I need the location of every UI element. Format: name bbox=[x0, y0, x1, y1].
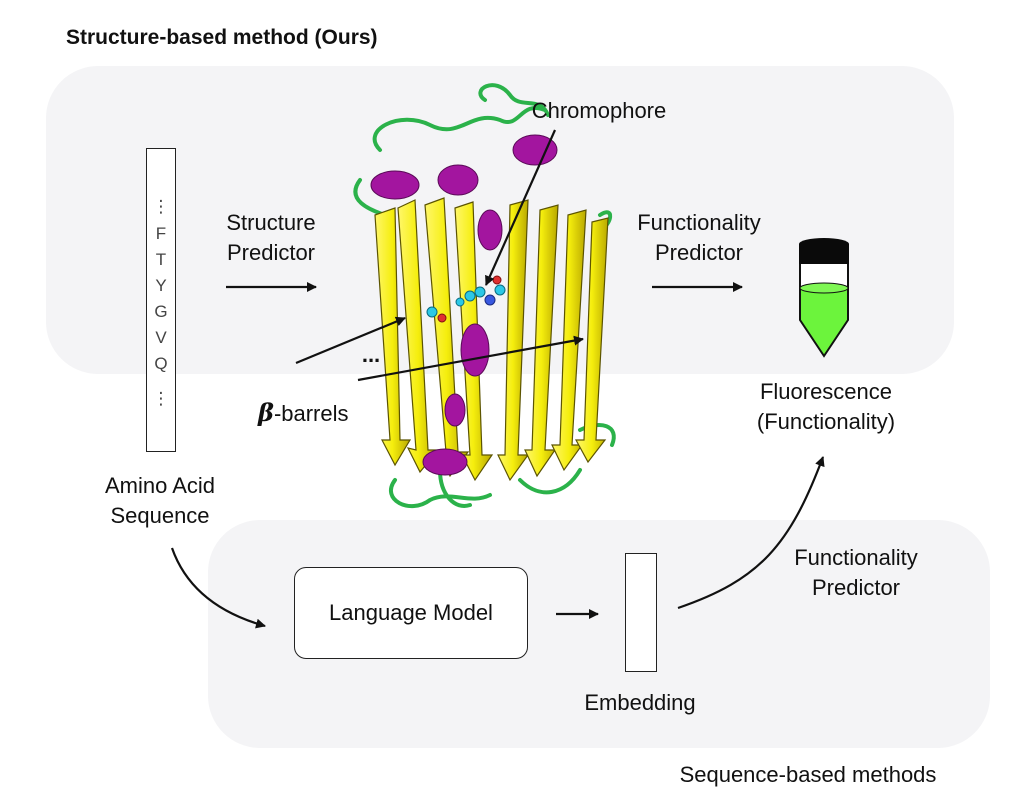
label-line: Functionality bbox=[794, 545, 918, 570]
embedding-to-fluorescence-arrow bbox=[677, 456, 825, 610]
chromophore-atoms bbox=[426, 275, 506, 323]
sequence-char: Y bbox=[155, 276, 167, 295]
embedding-label: Embedding bbox=[584, 690, 696, 715]
method-title: Structure-based method (Ours) bbox=[66, 26, 378, 49]
fluorescence-label: Fluorescence (Functionality) bbox=[740, 377, 912, 437]
sequence-char: T bbox=[155, 250, 167, 269]
sequence-char: V bbox=[155, 328, 167, 347]
language-model-label: Language Model bbox=[329, 600, 493, 625]
sequence-box: ⋮ F T Y G V Q ⋮ bbox=[146, 148, 176, 452]
functionality-predictor-bottom-label: Functionality Predictor bbox=[782, 543, 930, 603]
sequence-char: F bbox=[155, 224, 167, 243]
chromophore-pointer bbox=[484, 129, 557, 286]
sequence-char: G bbox=[154, 302, 168, 321]
sequence-to-lm-arrow bbox=[170, 547, 266, 629]
test-tube-icon bbox=[799, 238, 849, 358]
language-model-box: Language Model bbox=[294, 567, 528, 659]
label-line: Predictor bbox=[811, 575, 901, 600]
amino-acid-sequence-label: Amino Acid Sequence bbox=[85, 471, 235, 531]
label-line: Predictor bbox=[654, 240, 744, 265]
chromophore-label: Chromophore bbox=[531, 98, 667, 123]
label-line: (Functionality) bbox=[756, 409, 896, 434]
structure-predictor-label: Structure Predictor bbox=[209, 208, 333, 268]
sequence-based-methods-label: Sequence-based methods bbox=[679, 762, 937, 787]
functionality-predictor-top-label: Functionality Predictor bbox=[625, 208, 773, 268]
protein-structure-icon bbox=[353, 83, 616, 509]
sequence-char: ⋮ bbox=[152, 197, 170, 216]
label-line: Fluorescence bbox=[759, 379, 893, 404]
beta-barrels-label: β-barrels bbox=[258, 398, 349, 429]
label-line: Functionality bbox=[637, 210, 761, 235]
label-line: Structure bbox=[226, 210, 316, 235]
sequence-char: Q bbox=[154, 354, 168, 373]
sequence-char: ⋮ bbox=[152, 389, 170, 408]
beta-barrel-pointer-2 bbox=[357, 335, 584, 382]
label-line: Amino Acid bbox=[104, 473, 216, 498]
beta-barrel-pointer-1 bbox=[295, 316, 406, 365]
beta-barrels-text: -barrels bbox=[273, 401, 349, 426]
ellipsis-label: ... bbox=[361, 342, 381, 367]
beta-symbol: β bbox=[258, 398, 274, 427]
label-line: Predictor bbox=[226, 240, 316, 265]
embedding-box bbox=[625, 553, 657, 672]
label-line: Sequence bbox=[110, 503, 210, 528]
